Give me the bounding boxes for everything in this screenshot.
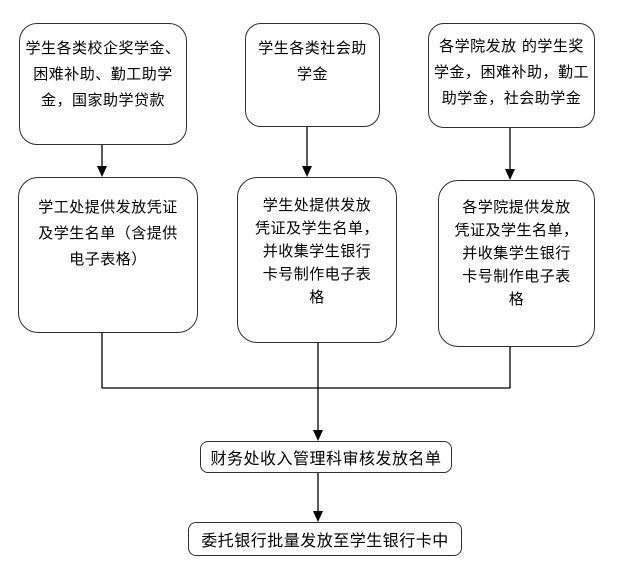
node-college-process-label: 各学院提供发放 凭证及学生名单， 并收集学生银行 卡号制作电子表 格 xyxy=(454,198,579,308)
arrowhead-college-awards-to-college xyxy=(505,169,515,180)
node-college-process: 各学院提供发放 凭证及学生名单， 并收集学生银行 卡号制作电子表 格 xyxy=(438,180,595,347)
arrowhead-social-aid-to-student-office xyxy=(302,166,312,177)
node-bank-batch-disbursement-label: 委托银行批量发放至学生银行卡中 xyxy=(201,531,449,550)
node-student-affairs-office-process-label: 学工处提供发放凭证 及学生名单（含提供 电子表格） xyxy=(38,198,178,268)
node-bank-batch-disbursement: 委托银行批量发放至学生银行卡中 xyxy=(188,522,462,556)
node-finance-review-label: 财务处收入管理科审核发放名单 xyxy=(210,449,442,468)
node-college-issued-awards: 各学院发放 的学生奖 学金，困难补助，勤工 助学金，社会助学金 xyxy=(428,23,595,128)
node-student-social-aid-label: 学生各类社会助 学金 xyxy=(258,39,367,83)
node-student-school-enterprise-awards: 学生各类校企奖学金、 困难补助、勤工助学 金，国家助学贷款 xyxy=(19,23,187,145)
arrowhead-merge-to-review xyxy=(313,430,323,441)
node-student-affairs-office-process: 学工处提供发放凭证 及学生名单（含提供 电子表格） xyxy=(18,177,198,333)
node-college-issued-awards-label: 各学院发放 的学生奖 学金，困难补助，勤工 助学金，社会助学金 xyxy=(433,37,589,107)
node-student-school-enterprise-awards-label: 学生各类校企奖学金、 困难补助、勤工助学 金，国家助学贷款 xyxy=(25,39,181,109)
node-student-office-process-label: 学生处提供发放 凭证及学生名单， 并收集学生银行 卡号制作电子表 格 xyxy=(254,196,379,306)
node-finance-review: 财务处收入管理科审核发放名单 xyxy=(200,441,452,473)
node-student-office-process: 学生处提供发放 凭证及学生名单， 并收集学生银行 卡号制作电子表 格 xyxy=(237,177,397,343)
arrowhead-review-to-bank xyxy=(313,511,323,522)
node-student-social-aid: 学生各类社会助 学金 xyxy=(245,23,380,127)
arrowhead-school-awards-to-student-affairs xyxy=(97,166,107,177)
